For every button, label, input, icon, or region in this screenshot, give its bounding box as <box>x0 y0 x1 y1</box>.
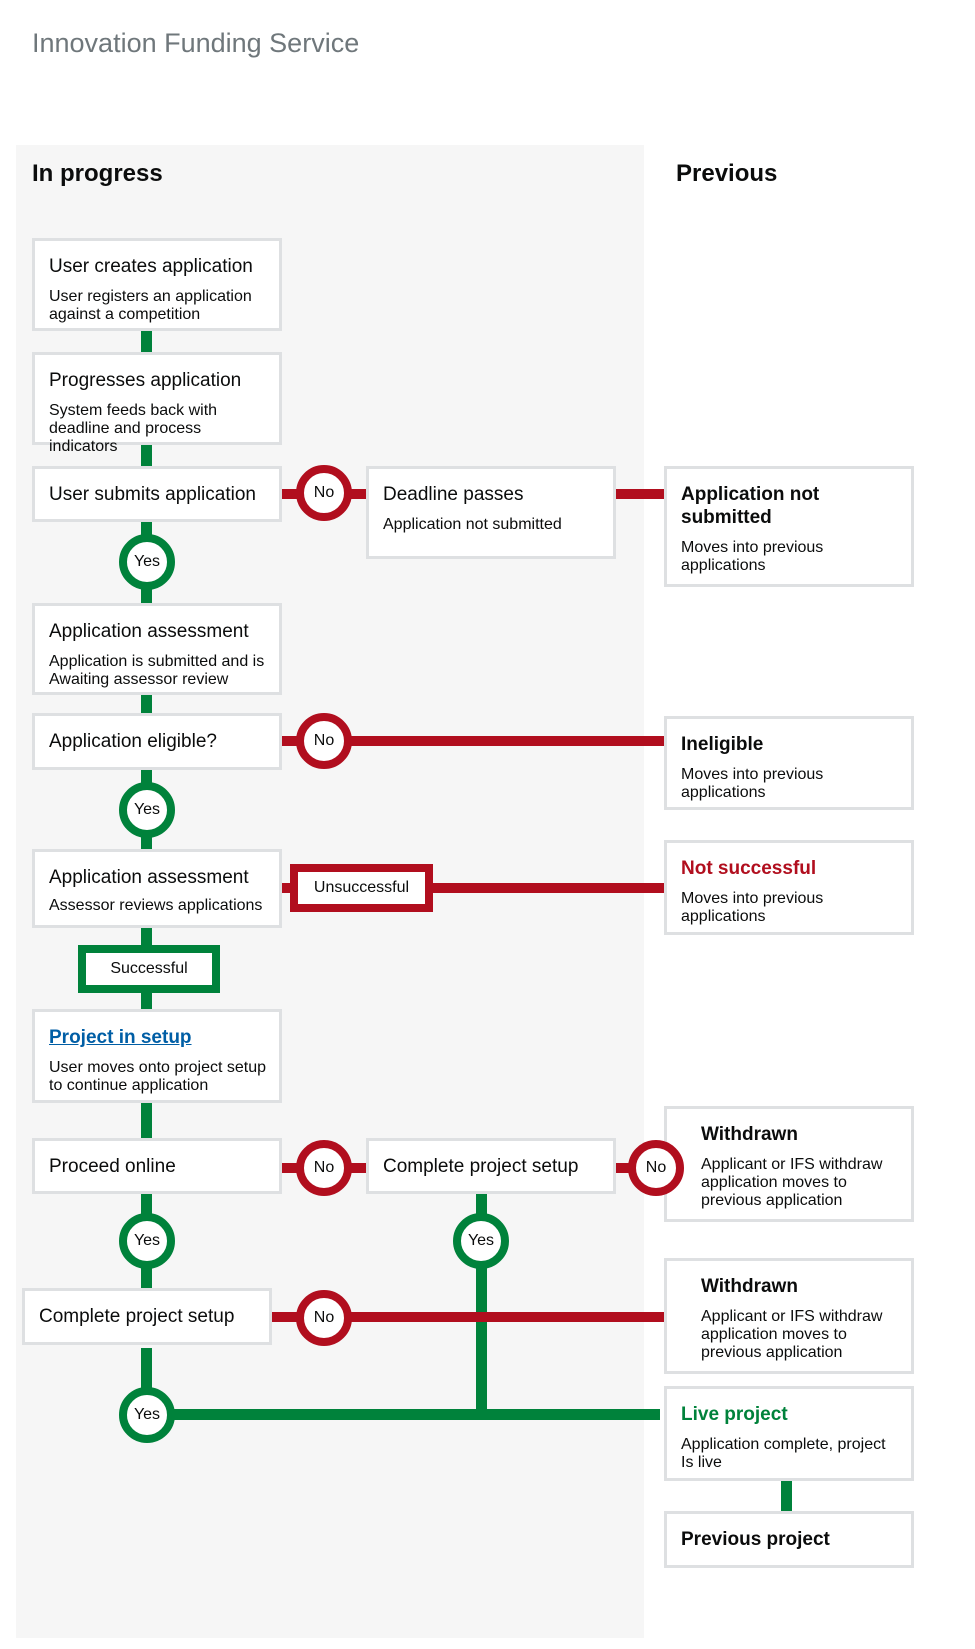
step-complete-project-setup-b: Complete project setup <box>366 1138 616 1194</box>
step-description: User moves onto project setup to continu… <box>49 1059 266 1094</box>
connector-progresses-submits <box>141 443 152 468</box>
outcome-live-project: Live project Application complete, proje… <box>664 1386 914 1481</box>
step-description: User registers an application against a … <box>49 288 252 323</box>
step-title: Complete project setup <box>383 1156 579 1177</box>
step-application-assessment-2: Application assessment Assessor reviews … <box>32 849 282 928</box>
decision-yes-circle: Yes <box>119 534 175 590</box>
step-title: Application eligible? <box>49 731 217 752</box>
decision-yes-circle: Yes <box>119 782 175 838</box>
connector-creates-progresses <box>141 329 152 354</box>
step-description: Application is submitted and is Awaiting… <box>49 653 265 688</box>
connector-assessment1-eligible <box>141 693 152 715</box>
step-application-eligible: Application eligible? <box>32 713 282 770</box>
outcome-not-successful: Not successful Moves into previous appli… <box>664 840 914 935</box>
step-title: Progresses application <box>49 370 242 391</box>
outcome-title: Previous project <box>681 1529 830 1550</box>
decision-no-circle: No <box>296 465 352 521</box>
decision-no-circle: No <box>296 1140 352 1196</box>
step-title: User creates application <box>49 256 253 277</box>
outcome-title: Not successful <box>681 858 817 879</box>
step-title: Deadline passes <box>383 484 524 505</box>
step-title: Complete project setup <box>39 1306 235 1327</box>
previous-heading: Previous <box>676 160 778 187</box>
outcome-title: Withdrawn <box>701 1124 798 1145</box>
step-application-assessment-1: Application assessment Application is su… <box>32 603 282 695</box>
decision-yes-circle: Yes <box>119 1213 175 1269</box>
decision-no-circle: No <box>628 1140 684 1196</box>
outcome-description: Moves into previous applications <box>681 539 824 574</box>
project-in-setup-link[interactable]: Project in setup <box>49 1027 192 1048</box>
decision-yes-circle: Yes <box>119 1387 175 1443</box>
in-progress-heading: In progress <box>32 160 163 187</box>
step-deadline-passes: Deadline passes Application not submitte… <box>366 466 616 559</box>
step-title: Application assessment <box>49 867 249 888</box>
connector-completeb-down <box>476 1190 487 1414</box>
connector-deadline-notsubmitted <box>615 489 665 499</box>
outcome-title: Live project <box>681 1404 788 1425</box>
decision-no-circle: No <box>296 713 352 769</box>
step-project-in-setup: Project in setup User moves onto project… <box>32 1009 282 1103</box>
step-description: System feeds back with deadline and proc… <box>49 402 218 455</box>
connector-yes-assessment1 <box>141 580 152 605</box>
step-user-submits-application: User submits application <box>32 466 282 522</box>
outcome-previous-project: Previous project <box>664 1511 914 1568</box>
unsuccessful-tag: Unsuccessful <box>290 864 433 912</box>
step-title: Application assessment <box>49 621 249 642</box>
service-title: Innovation Funding Service <box>32 28 360 58</box>
step-title: Proceed online <box>49 1156 176 1177</box>
outcome-ineligible: Ineligible Moves into previous applicati… <box>664 716 914 810</box>
outcome-title: Ineligible <box>681 734 764 755</box>
outcome-withdrawn-1: Withdrawn Applicant or IFS withdraw appl… <box>664 1106 914 1222</box>
connector-eligible-no <box>280 736 665 746</box>
connector-to-live <box>160 1409 660 1420</box>
outcome-title: Withdrawn <box>701 1276 798 1297</box>
step-user-creates-application: User creates application User registers … <box>32 238 282 331</box>
connector-assessment2-successful <box>141 925 152 945</box>
connector-setup-proceed <box>141 1101 152 1139</box>
outcome-description: Applicant or IFS withdraw application mo… <box>701 1308 883 1361</box>
step-description: Assessor reviews applications <box>49 897 263 914</box>
outcome-application-not-submitted: Application not submitted Moves into pre… <box>664 466 914 587</box>
outcome-description: Moves into previous applications <box>681 890 824 925</box>
outcome-title: Application not submitted <box>681 484 820 528</box>
step-proceed-online: Proceed online <box>32 1138 282 1194</box>
step-title: User submits application <box>49 484 256 505</box>
step-complete-project-setup-a: Complete project setup <box>22 1288 272 1345</box>
connector-successful-setup <box>141 990 152 1010</box>
step-progresses-application: Progresses application System feeds back… <box>32 352 282 455</box>
decision-yes-circle: Yes <box>453 1213 509 1269</box>
connector-assessment2-unsuccessful <box>280 883 665 893</box>
step-description: Application not submitted <box>383 516 562 533</box>
outcome-withdrawn-2: Withdrawn Applicant or IFS withdraw appl… <box>664 1258 914 1374</box>
connector-completea-no <box>270 1312 665 1322</box>
successful-tag: Successful <box>78 945 220 993</box>
outcome-description: Application complete, project Is live <box>681 1436 886 1471</box>
decision-no-circle: No <box>296 1290 352 1346</box>
outcome-description: Applicant or IFS withdraw application mo… <box>701 1156 883 1209</box>
outcome-description: Moves into previous applications <box>681 766 824 801</box>
connector-live-previous <box>781 1478 792 1513</box>
